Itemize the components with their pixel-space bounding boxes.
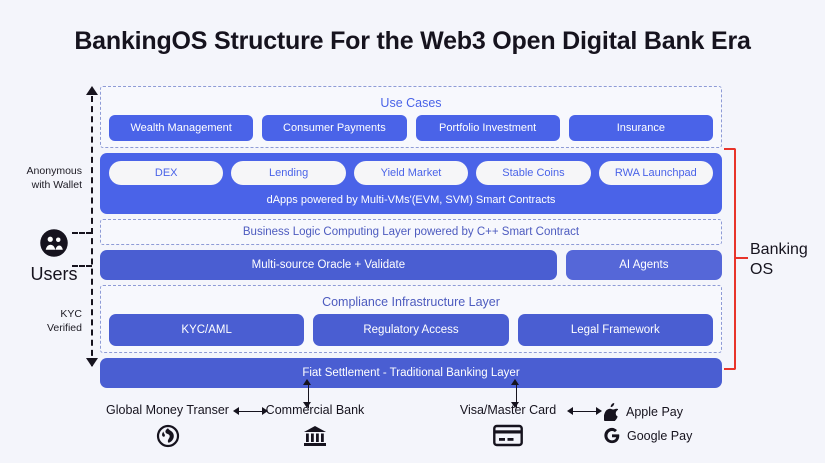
global-money-transfer-item: Global Money Transer xyxy=(100,403,235,448)
global-bank-arrow-right-icon xyxy=(262,407,268,415)
visa-master-card-label: Visa/Master Card xyxy=(459,403,557,417)
banking-os-line-1: Banking xyxy=(750,241,808,258)
bank-connector-line xyxy=(308,382,309,408)
kyc-line-1: KYC xyxy=(60,308,82,320)
dapp-item[interactable]: Lending xyxy=(231,161,346,186)
spine-arrow-up-icon xyxy=(86,86,98,95)
kyc-line-2: Verified xyxy=(46,321,82,334)
anonymous-line-2: with Wallet xyxy=(31,178,82,191)
bank-connector-arrow-down-icon xyxy=(303,402,311,408)
use-case-item[interactable]: Insurance xyxy=(568,115,713,142)
banking-os-line-2: OS xyxy=(750,261,774,278)
page-title: BankingOS Structure For the Web3 Open Di… xyxy=(74,27,751,55)
google-pay-item: Google Pay xyxy=(604,427,692,444)
visa-master-card-item: Visa/Master Card xyxy=(448,403,568,447)
anonymous-wallet-label: Anonymous with Wallet xyxy=(8,165,82,192)
user-flow-spine xyxy=(91,96,93,366)
google-pay-label: Google Pay xyxy=(627,428,693,443)
compliance-item[interactable]: Legal Framework xyxy=(517,314,713,347)
global-bank-arrow-left-icon xyxy=(233,407,239,415)
dapps-caption: dApps powered by Multi-VMs'(EVM, SVM) Sm… xyxy=(266,194,556,207)
business-logic-caption: Business Logic Computing Layer powered b… xyxy=(100,219,722,246)
users-icon xyxy=(40,229,68,257)
dapp-item[interactable]: Stable Coins xyxy=(476,161,591,186)
dapps-row: DEX Lending Yield Market Stable Coins RW… xyxy=(109,161,714,186)
oracle-block[interactable]: Multi-source Oracle + Validate xyxy=(100,250,557,281)
compliance-caption: Compliance Infrastructure Layer xyxy=(322,295,500,310)
globe-icon xyxy=(156,424,179,448)
use-case-item[interactable]: Wealth Management xyxy=(109,115,254,142)
card-connector-arrow-down-icon xyxy=(511,402,519,408)
commercial-bank-label: Commercial Bank xyxy=(265,403,365,417)
use-cases-caption: Use Cases xyxy=(380,96,442,110)
dapp-item[interactable]: Yield Market xyxy=(353,161,469,186)
fiat-settlement-bar[interactable]: Fiat Settlement - Traditional Banking La… xyxy=(100,358,722,389)
card-pay-arrow-line xyxy=(572,411,598,412)
compliance-item[interactable]: Regulatory Access xyxy=(313,314,509,347)
ai-agents-block[interactable]: AI Agents xyxy=(565,250,722,281)
compliance-section: Compliance Infrastructure Layer KYC/AML … xyxy=(100,285,722,354)
use-case-item[interactable]: Portfolio Investment xyxy=(415,115,560,142)
business-logic-row: Multi-source Oracle + Validate AI Agents xyxy=(100,250,722,281)
bank-icon xyxy=(304,426,326,446)
apple-pay-label: Apple Pay xyxy=(626,405,683,419)
card-connector-arrow-up-icon xyxy=(511,379,519,385)
users-group: Users xyxy=(18,228,90,285)
use-cases-section: Use Cases Wealth Management Consumer Pay… xyxy=(100,86,722,149)
apple-pay-item: Apple Pay xyxy=(604,403,683,421)
use-case-item[interactable]: Consumer Payments xyxy=(262,115,407,142)
commercial-bank-item: Commercial Bank xyxy=(250,403,380,448)
global-bank-arrow-line xyxy=(238,411,264,412)
architecture-stack: Use Cases Wealth Management Consumer Pay… xyxy=(100,86,722,389)
banking-os-bracket xyxy=(724,148,736,370)
apple-logo-icon xyxy=(604,403,619,421)
use-cases-row: Wealth Management Consumer Payments Port… xyxy=(109,115,713,142)
bank-connector-arrow-up-icon xyxy=(303,379,311,385)
spine-arrow-down-icon xyxy=(86,358,98,367)
banking-os-bracket-tick xyxy=(736,257,748,259)
credit-card-icon xyxy=(493,424,523,447)
user-connector-bottom xyxy=(72,265,92,267)
card-pay-arrow-right-icon xyxy=(596,407,602,415)
card-connector-line xyxy=(516,382,517,408)
banking-os-label: Banking OS xyxy=(750,240,808,280)
global-money-transfer-label: Global Money Transer xyxy=(106,403,229,417)
anonymous-line-1: Anonymous xyxy=(26,165,82,177)
user-connector-top xyxy=(72,232,92,234)
dapp-item[interactable]: RWA Launchpad xyxy=(598,161,714,186)
dapps-section: DEX Lending Yield Market Stable Coins RW… xyxy=(100,153,722,215)
card-pay-arrow-left-icon xyxy=(567,407,573,415)
dapp-item[interactable]: DEX xyxy=(109,161,224,186)
compliance-row: KYC/AML Regulatory Access Legal Framewor… xyxy=(109,314,713,347)
users-label: Users xyxy=(30,264,78,284)
google-g-icon xyxy=(604,427,620,444)
kyc-verified-label: KYC Verified xyxy=(8,308,82,335)
compliance-item[interactable]: KYC/AML xyxy=(109,314,305,347)
